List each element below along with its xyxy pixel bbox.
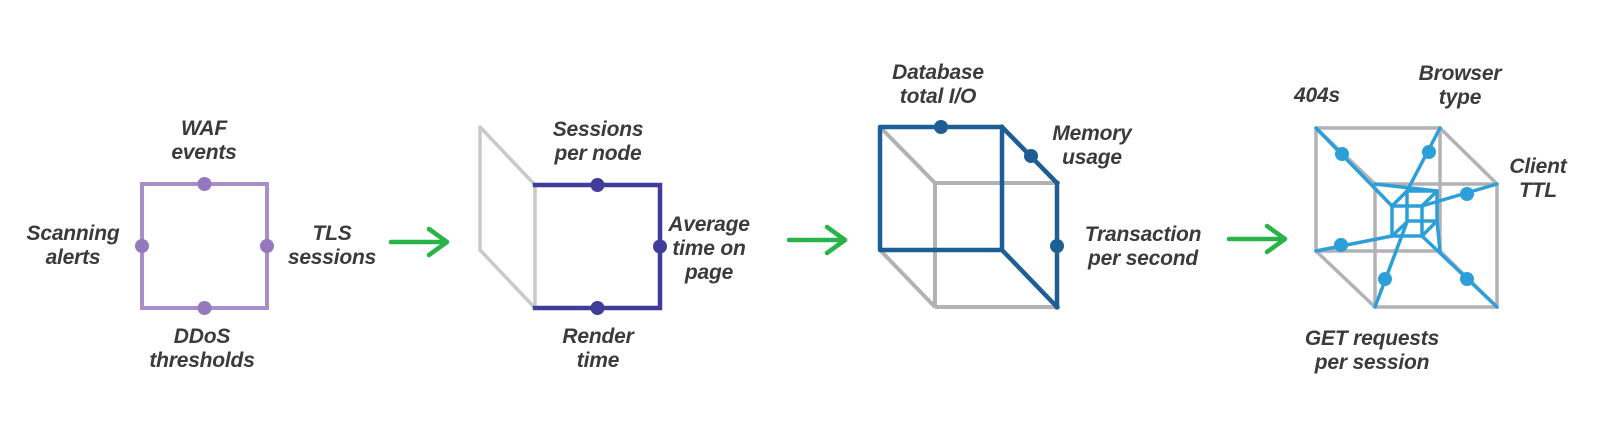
- label-ddos-thresholds: DDoS thresholds: [149, 325, 255, 372]
- vertex-dot-right: [260, 239, 274, 253]
- vertex-dot-right: [653, 239, 667, 254]
- vertex-dot-top: [1422, 145, 1436, 159]
- vertex-dot-right: [1050, 239, 1064, 253]
- label-sessions-per-node: Sessions per node: [552, 118, 644, 165]
- square-outline: [140, 182, 269, 310]
- vertex-dot-left: [1334, 238, 1348, 252]
- vertex-dot-top: [197, 177, 212, 191]
- inner-cube-wireframe: [1314, 126, 1499, 309]
- vertex-dot-bottom: [1378, 272, 1392, 286]
- label-transaction-per-second: Transaction per second: [1084, 223, 1202, 270]
- label-browser-type: Browser type: [1418, 62, 1502, 109]
- label-client-ttl: Client TTL: [1509, 155, 1567, 202]
- tesseract-rays: [1314, 126, 1499, 309]
- vertex-dot-top: [934, 120, 948, 134]
- vertex-dot-upper-right: [1024, 149, 1038, 163]
- label-database-total-io: Database total I/O: [892, 61, 984, 108]
- tesseract-shape: [1314, 126, 1499, 309]
- cube-back-wireframe: [878, 125, 1057, 309]
- cube-shape: [877, 120, 1064, 311]
- fold-wireframe: [478, 125, 537, 310]
- vertex-dot-right: [1460, 187, 1474, 201]
- unfolding-square-shape: [478, 125, 667, 315]
- vertex-dot-bottom: [197, 301, 212, 315]
- label-404s: 404s: [1294, 84, 1340, 108]
- vertex-dot-left: [135, 239, 149, 253]
- label-render-time: Render time: [562, 325, 634, 372]
- vertex-dot-bottom: [590, 301, 605, 315]
- square-outline: [532, 182, 663, 311]
- label-tls-sessions: TLS sessions: [287, 222, 377, 269]
- label-get-requests-per-session: GET requests per session: [1304, 327, 1440, 374]
- vertex-dot-upper-left: [1335, 147, 1349, 161]
- flow-arrow-icon: [786, 224, 848, 256]
- label-scanning-alerts: Scanning alerts: [26, 222, 120, 269]
- flow-arrow-icon: [1226, 223, 1288, 255]
- vertex-dot-bottom-right: [1460, 272, 1474, 286]
- flow-arrow-icon: [388, 226, 450, 258]
- label-average-time-on-page: Average time on page: [668, 213, 750, 284]
- square-shape: [135, 177, 274, 315]
- label-waf-events: WAF events: [171, 117, 237, 164]
- vertex-dot-top: [590, 178, 605, 192]
- label-memory-usage: Memory usage: [1052, 122, 1132, 169]
